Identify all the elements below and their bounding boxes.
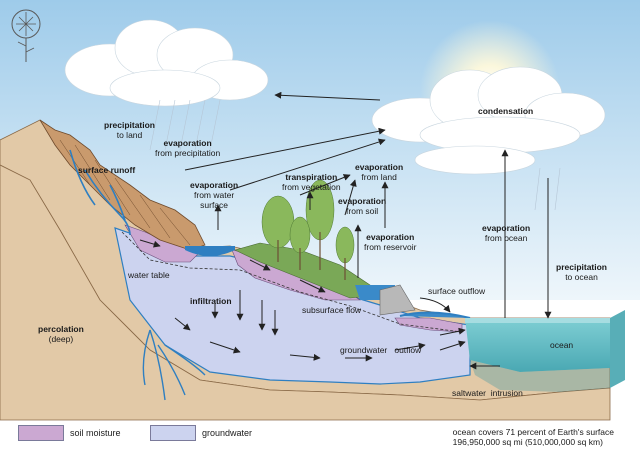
ocean-footnote: ocean covers 71 percent of Earth's surfa… <box>453 427 614 447</box>
percolation-channels <box>142 329 206 401</box>
britannica-thistle-logo <box>11 9 41 62</box>
ocean-surface <box>465 318 610 323</box>
label-surface-runoff: surface runoff <box>78 165 136 175</box>
river-outflow <box>399 311 471 319</box>
label-surface-outflow: surface outflow <box>428 286 486 296</box>
arrow-evap-precip <box>184 127 386 171</box>
ocean-floor-shade <box>470 360 610 392</box>
cloud-upper-left <box>64 19 269 107</box>
label-ocean: ocean <box>550 340 574 350</box>
ocean-water <box>465 318 610 372</box>
arrow-evap-soil <box>344 179 357 216</box>
legend-swatch-groundwater <box>150 425 196 441</box>
lake <box>185 246 235 256</box>
arrow-surface-outflow <box>419 297 451 313</box>
dam <box>379 284 416 316</box>
footnote-line-2: 196,950,000 sq mi (510,000,000 sq km) <box>452 437 603 447</box>
legend-swatch-soil-moisture <box>18 425 64 441</box>
water-table-line <box>121 231 463 333</box>
mountain-texture <box>59 139 191 246</box>
legend-label-groundwater: groundwater <box>202 428 253 438</box>
label-groundwater-outflow: groundwater outflow <box>340 345 422 355</box>
clouds <box>64 19 606 175</box>
tree-trunks <box>277 232 346 280</box>
rain-ocean <box>534 167 561 211</box>
label-percolation: percolation(deep) <box>38 324 84 344</box>
process-arrows <box>184 91 552 319</box>
cloud-right <box>371 66 606 175</box>
legend-label-soil-moisture: soil moisture <box>70 428 121 438</box>
groundwater-arrows <box>139 239 500 370</box>
rain-streaks <box>149 99 221 151</box>
label-subsurface-flow: subsurface flow <box>302 305 362 315</box>
label-water-table: water table <box>128 270 170 280</box>
label-saltwater-intrusion: saltwater intrusion <box>452 388 523 398</box>
bedrock <box>0 164 611 421</box>
arrow-to-cloud-left <box>274 91 381 101</box>
label-infiltration: infiltration <box>190 296 232 306</box>
ocean-side <box>610 310 625 388</box>
footnote-line-1: ocean covers 71 percent of Earth's surfa… <box>452 427 614 437</box>
label-condensation: condensation <box>478 106 534 116</box>
arrow-evap-water-surface <box>229 138 386 191</box>
surface-runoff-streams <box>69 149 131 236</box>
